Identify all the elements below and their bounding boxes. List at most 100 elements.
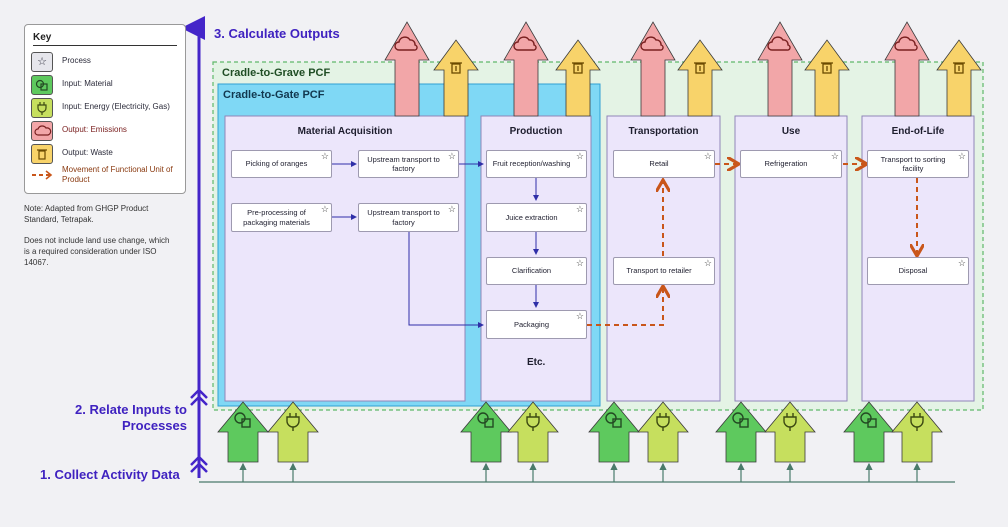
- process-label: Clarification: [511, 266, 552, 276]
- emissions-output-arrow: [757, 21, 803, 117]
- key-item-product-movement: Movement of Functional Unit of Product: [31, 165, 181, 191]
- plug-icon: [910, 413, 924, 431]
- cloud-icon: [640, 36, 664, 51]
- cloud-icon: [394, 36, 418, 51]
- key-label: Output: Waste: [62, 148, 113, 157]
- energy-input-arrow: [764, 401, 816, 463]
- stage-title-transportation: Transportation: [628, 126, 699, 137]
- process-label: Retail: [649, 159, 669, 169]
- shapes-icon: [31, 75, 53, 95]
- key-label: Input: Energy (Electricity, Gas): [62, 102, 170, 111]
- process-label: Upstream transport to factory: [367, 154, 440, 174]
- cradle-to-gate-label: Cradle-to-Gate PCF: [223, 89, 325, 101]
- key-label: Process: [62, 56, 91, 65]
- trash-icon: [821, 62, 833, 74]
- stage-title-end-of-life: End-of-Life: [891, 126, 945, 137]
- emissions-output-arrow: [503, 21, 549, 117]
- star-icon: ☆: [957, 151, 966, 161]
- energy-input-arrow: [891, 401, 943, 463]
- star-icon: ☆: [575, 151, 584, 161]
- process-retail[interactable]: Retail ☆: [613, 150, 715, 178]
- material-input-arrow: [715, 401, 767, 463]
- plug-icon: [656, 413, 670, 431]
- process-upstream-transport-2[interactable]: Upstream transport to factory ☆: [358, 203, 459, 232]
- step-marker-relate: [190, 388, 208, 406]
- dashed-arrow-icon: [32, 170, 53, 180]
- process-label: Fruit reception/washing: [492, 159, 571, 169]
- emissions-output-arrow: [384, 21, 430, 117]
- step-relate-inputs: 2. Relate Inputs to Processes: [40, 402, 187, 434]
- process-label: Upstream transport to factory: [367, 208, 440, 227]
- waste-output-arrow: [677, 39, 723, 117]
- trash-icon: [694, 62, 706, 74]
- process-label: Packaging: [513, 319, 550, 329]
- product-flow-arrow: [587, 288, 663, 326]
- star-icon: ☆: [575, 258, 584, 268]
- process-picking-of-oranges[interactable]: Picking of oranges ☆: [231, 150, 332, 178]
- waste-output-arrow: [555, 39, 601, 117]
- material-input-arrow: [843, 401, 895, 463]
- process-disposal[interactable]: Disposal ☆: [867, 257, 969, 285]
- process-clarification[interactable]: Clarification ☆: [486, 257, 587, 285]
- step-relate-line2: Processes: [121, 418, 187, 433]
- trash-icon: [953, 62, 965, 74]
- star-icon: ☆: [320, 151, 329, 161]
- process-preprocessing-packaging[interactable]: Pre-processing of packaging materials ☆: [231, 203, 332, 232]
- cloud-icon: [894, 36, 918, 51]
- process-label: Transport to sorting facility: [880, 154, 946, 174]
- process-packaging[interactable]: Packaging ☆: [486, 310, 587, 339]
- star-icon: ☆: [957, 258, 966, 268]
- process-label: Refrigeration: [764, 159, 808, 169]
- process-transport-to-sorting[interactable]: Transport to sorting facility ☆: [867, 150, 969, 178]
- material-input-arrow: [460, 401, 512, 463]
- star-icon: ☆: [447, 204, 456, 214]
- key-item-output-waste: Output: Waste: [31, 144, 181, 164]
- star-icon: ☆: [320, 204, 329, 214]
- material-input-arrow: [217, 401, 269, 463]
- process-label: Transport to retailer: [626, 266, 692, 276]
- note-adapted: Note: Adapted from GHGP Product Standard…: [24, 204, 149, 224]
- energy-input-arrow: [267, 401, 319, 463]
- waste-output-arrow: [433, 39, 479, 117]
- connector: [408, 232, 484, 328]
- step-collect-activity-data: 1. Collect Activity Data: [40, 467, 180, 482]
- stage-title-material-acquisition: Material Acquisition: [297, 126, 393, 137]
- emissions-output-arrow: [884, 21, 930, 117]
- star-icon: ☆: [703, 258, 712, 268]
- trash-icon: [450, 62, 462, 74]
- process-upstream-transport-1[interactable]: Upstream transport to factory☆: [358, 150, 459, 178]
- key-legend: Key ☆ Process Input: Material Input: Ene…: [24, 24, 186, 194]
- process-juice-extraction[interactable]: Juice extraction ☆: [486, 203, 587, 232]
- plug-icon: [286, 413, 300, 431]
- trash-icon: [572, 62, 584, 74]
- shapes-icon: [234, 412, 251, 428]
- shapes-icon: [477, 412, 494, 428]
- star-icon: ☆: [703, 151, 712, 161]
- key-label: Movement of Functional Unit of Product: [62, 165, 173, 184]
- process-label: Juice extraction: [505, 212, 558, 222]
- process-label: Picking of oranges: [245, 159, 308, 169]
- key-title: Key: [33, 32, 52, 43]
- shapes-icon: [732, 412, 749, 428]
- etc-label: Etc.: [527, 357, 546, 368]
- process-label: Disposal: [898, 266, 928, 276]
- process-fruit-reception[interactable]: Fruit reception/washing ☆: [486, 150, 587, 178]
- star-icon: ☆: [830, 151, 839, 161]
- stage-title-use: Use: [781, 126, 801, 137]
- star-icon: ☆: [575, 204, 584, 214]
- note-land-use: Does not include land use change, which …: [24, 236, 170, 267]
- stage-title-production: Production: [509, 126, 563, 137]
- emissions-output-arrow: [630, 21, 676, 117]
- waste-output-arrow: [804, 39, 850, 117]
- plug-icon: [526, 413, 540, 431]
- process-refrigeration[interactable]: Refrigeration ☆: [740, 150, 842, 178]
- trash-icon: [31, 144, 53, 164]
- process-label: Pre-processing of packaging materials: [243, 208, 310, 227]
- waste-output-arrow: [936, 39, 982, 117]
- step-relate-line1: 2. Relate Inputs to: [75, 402, 187, 417]
- star-icon: ☆: [575, 311, 584, 321]
- process-transport-to-retailer[interactable]: Transport to retailer ☆: [613, 257, 715, 285]
- cloud-icon: [513, 36, 537, 51]
- plug-icon: [783, 413, 797, 431]
- step-marker-collect: [190, 455, 208, 473]
